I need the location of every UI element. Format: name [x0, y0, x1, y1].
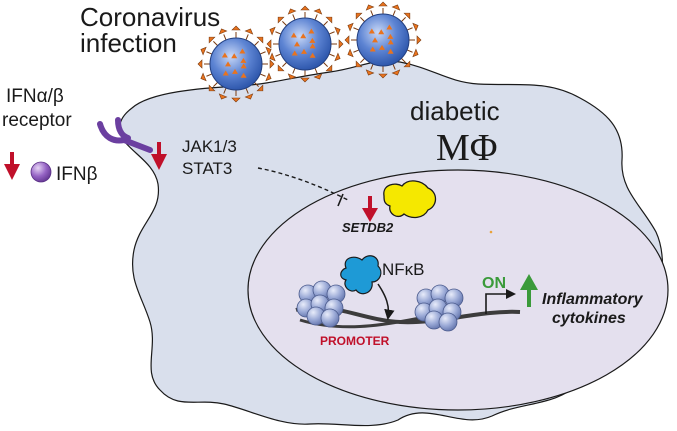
receptor-label-line2: receptor — [2, 110, 72, 131]
setdb2-protein-icon — [383, 180, 437, 219]
virus-icon — [266, 5, 344, 83]
receptor-label-line1: IFNα/β — [6, 86, 64, 107]
receptor-icon — [97, 117, 153, 153]
setdb2-label: SETDB2 — [342, 220, 394, 235]
down-arrow-icon — [4, 152, 20, 180]
ifnb-sphere-icon — [30, 161, 52, 183]
virus-label-line2: infection — [80, 28, 177, 58]
virus-icon — [197, 25, 275, 103]
speck — [489, 230, 493, 234]
cell-label-line2: MΦ — [436, 127, 498, 169]
transcription-start-icon — [485, 289, 516, 314]
promoter-label: PROMOTER — [320, 334, 390, 348]
cytokines-label-line1: Inflammatory — [542, 291, 644, 308]
inhibition-dashed-line — [257, 167, 349, 201]
nfkb-arrow — [377, 283, 395, 321]
down-arrow-icon — [151, 142, 167, 170]
on-label: ON — [482, 275, 506, 292]
nucleosome-icon — [414, 284, 464, 332]
up-arrow-icon — [520, 274, 538, 307]
down-arrow-icon — [362, 196, 378, 222]
virus-label-line1: Coronavirus — [80, 2, 220, 32]
inhibition-bar — [337, 193, 344, 207]
nucleosome-icon — [296, 280, 346, 328]
cytokines-label-line2: cytokines — [552, 310, 626, 327]
nfkb-label: NFκB — [382, 260, 425, 279]
nfkb-protein-icon — [340, 255, 382, 295]
cell-label-line1: diabetic — [410, 96, 500, 126]
signaling-label-line1: JAK1/3 — [182, 137, 237, 156]
virus-icon — [344, 1, 422, 79]
ifnb-label: IFNβ — [56, 164, 98, 185]
virus-group — [197, 1, 422, 103]
signaling-label-line2: STAT3 — [182, 159, 232, 178]
